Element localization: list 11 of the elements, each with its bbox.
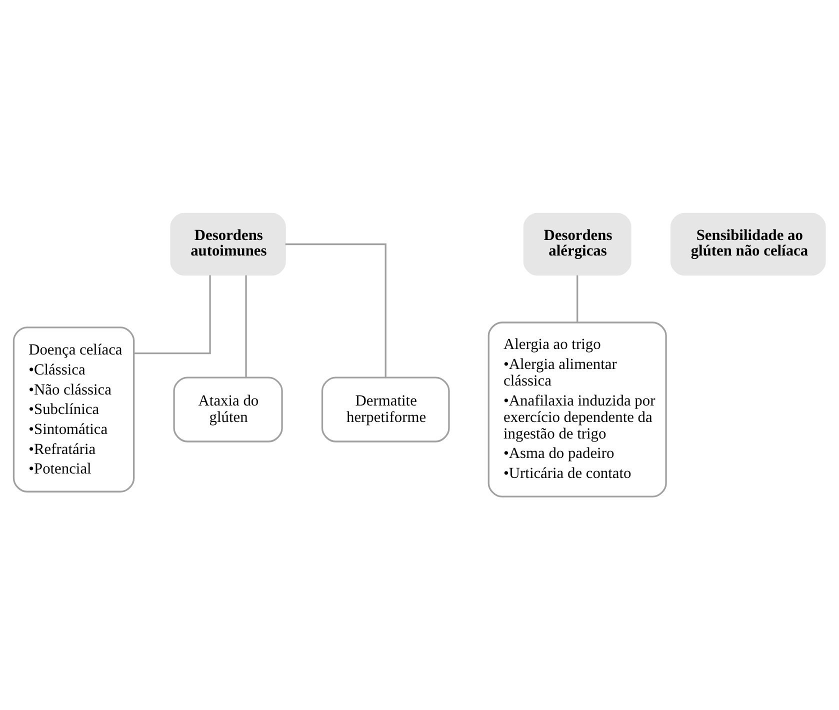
connector	[576, 275, 578, 322]
node-box: Ataxia do glúten	[173, 376, 283, 442]
node-box: Alergia ao trigo •Alergia alimentar clássica •Anafilaxia induzida por exercício dependente da ingestão de trigo •Asma do padeiro •Urticária de contato	[488, 322, 667, 498]
node-box: Doença celíaca •Clássica •Não clássica •Subclínica •Sintomática •Refratária •Potencial	[12, 326, 135, 492]
connector	[285, 243, 386, 378]
node-box: Sensibilidade ao glúten não celíaca	[670, 212, 826, 276]
node-box: Dermatite herpetiforme	[321, 376, 450, 442]
connector	[245, 275, 247, 378]
node-box: Desordens autoimunes	[170, 212, 286, 276]
connector	[134, 275, 211, 354]
node-box: Desordens alérgicas	[523, 212, 632, 276]
